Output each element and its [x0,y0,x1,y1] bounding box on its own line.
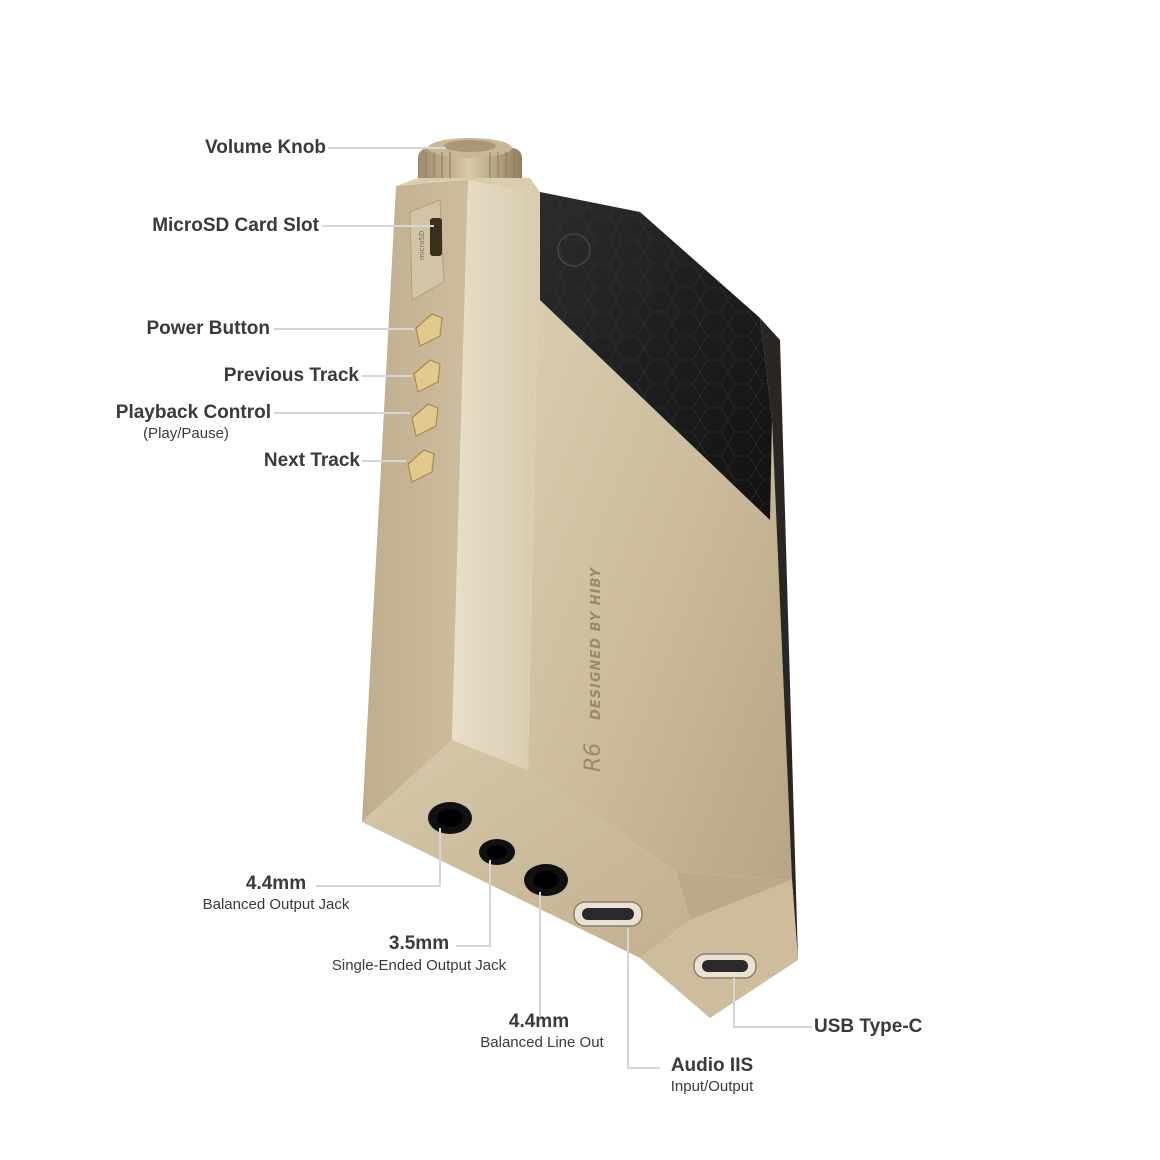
sublabel-4-4mm-balanced-output: Balanced Output Jack [202,896,350,913]
leader-lines [274,147,812,1069]
label-4-4mm-line-out: 4.4mm [508,1011,570,1032]
port-4-4mm-balanced[interactable] [428,802,472,834]
leader-3-5mm [456,860,491,947]
device-side-face [362,180,468,822]
microsd-slot-part[interactable]: microSD [409,199,445,301]
leader-usb-c [733,978,812,1028]
label-next-track: Next Track [263,450,360,471]
label-audio-iis: Audio IIS [670,1055,754,1076]
leader-audio-iis [627,928,660,1069]
sublabel-playback-control: (Play/Pause) [143,425,229,442]
svg-text:microSD: microSD [418,231,426,260]
label-usb-type-c: USB Type-C [814,1016,923,1037]
model-engraving: R6 [581,743,606,772]
sublabel-3-5mm-single-ended: Single-Ended Output Jack [331,957,507,974]
label-power-button: Power Button [146,318,271,339]
label-3-5mm-single-ended: 3.5mm [388,933,450,954]
leader-4-4mm-balanced [316,828,441,887]
label-microsd-card-slot: MicroSD Card Slot [152,215,319,236]
label-volume-knob: Volume Knob [204,137,326,158]
label-previous-track: Previous Track [223,365,359,386]
device-top-face [396,178,540,192]
port-3-5mm-single-ended[interactable] [479,839,515,865]
sublabel-audio-iis: Input/Output [670,1078,754,1095]
device-right-edge [760,318,798,960]
port-4-4mm-line-out[interactable] [524,864,568,896]
side-buttons[interactable] [407,313,443,483]
label-playback-control: Playback Control [115,402,271,423]
device-bevel [452,180,540,770]
port-audio-iis[interactable] [573,901,643,927]
brand-engraving: DESIGNED BY HIBY [589,566,604,720]
port-usb-type-c[interactable] [693,953,757,979]
sublabel-4-4mm-line-out: Balanced Line Out [480,1034,604,1051]
device-lower-step [640,880,798,1018]
label-4-4mm-balanced-output: 4.4mm [245,873,307,894]
